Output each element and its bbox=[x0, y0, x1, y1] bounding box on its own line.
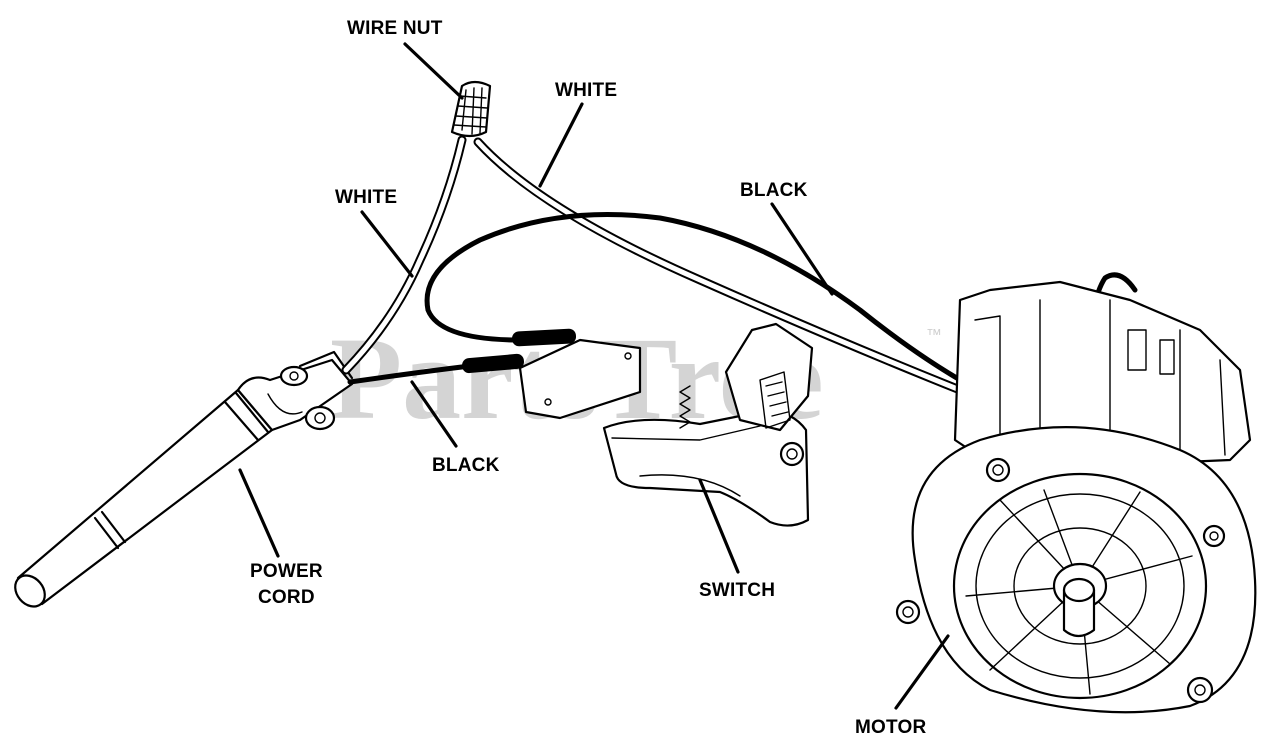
switch bbox=[518, 322, 814, 527]
leader-lines bbox=[238, 42, 950, 710]
white-wire-cord bbox=[341, 135, 467, 375]
leader-switch bbox=[698, 478, 740, 574]
leader-motor bbox=[894, 634, 950, 710]
labels: WIRE NUT WHITE WHITE BLACK BLACK POWER C… bbox=[250, 18, 926, 738]
motor bbox=[895, 280, 1257, 714]
label-black-top: BLACK bbox=[740, 180, 808, 201]
leader-white-left bbox=[360, 210, 414, 278]
label-white-left: WHITE bbox=[335, 187, 397, 208]
label-power-cord-line1: POWER bbox=[250, 561, 323, 582]
leader-wire-nut bbox=[403, 42, 464, 100]
leader-power-cord bbox=[238, 468, 280, 558]
label-white-top: WHITE bbox=[555, 80, 617, 101]
leader-black-top bbox=[770, 202, 834, 296]
label-power-cord-line2: CORD bbox=[258, 587, 315, 608]
label-motor: MOTOR bbox=[855, 717, 926, 738]
wire-nut bbox=[450, 80, 492, 138]
black-wire-cord-to-switch bbox=[347, 363, 473, 385]
label-switch: SWITCH bbox=[699, 580, 775, 601]
label-black-bottom: BLACK bbox=[432, 455, 500, 476]
power-cord bbox=[14, 350, 354, 608]
watermark-trademark: ™ bbox=[926, 327, 942, 344]
leader-white-top bbox=[538, 102, 584, 188]
leader-black-bottom bbox=[410, 380, 458, 448]
label-wire-nut: WIRE NUT bbox=[347, 18, 443, 39]
